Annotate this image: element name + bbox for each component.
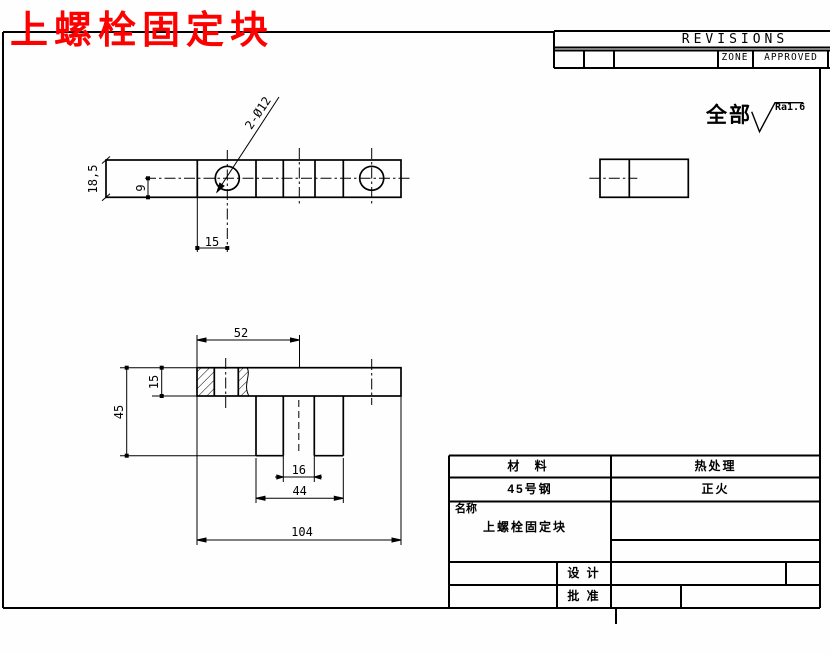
part-name-label: 名称: [455, 503, 477, 515]
top-view-dimension-lines: [101, 96, 280, 252]
dim-front-total-height: 45: [111, 404, 126, 419]
front-view-dimension-lines: [120, 335, 402, 545]
top-view-centerlines: [145, 148, 410, 252]
front-view-break-line: [246, 367, 250, 397]
drawing-title: 上螺栓固定块: [10, 10, 275, 52]
surface-finish-symbol: [751, 102, 804, 134]
surface-roughness-value: Ra1.6: [775, 102, 806, 113]
heat-treatment-header: 热处理: [694, 459, 737, 473]
material-value: 45号钢: [507, 482, 553, 496]
revisions-table-title: REVISIONS: [681, 32, 789, 47]
revisions-zone-header: ZONE: [721, 52, 749, 63]
sheet-frame: [2, 31, 821, 609]
dim-top-hole-position: 15: [204, 235, 220, 249]
title-block-lines: [448, 454, 820, 624]
dim-front-plate-thickness: 15: [146, 374, 161, 390]
dim-front-total-length: 104: [291, 525, 313, 539]
surface-finish-scope-label: 全部: [706, 104, 752, 127]
dim-front-slot-center: 52: [233, 326, 249, 340]
approve-label: 批 准: [567, 589, 601, 603]
revisions-approved-header: APPROVED: [764, 52, 818, 63]
design-label: 设 计: [567, 566, 601, 580]
dim-top-height: 18,5: [86, 164, 100, 193]
front-view-hatching: [197, 367, 249, 396]
dim-top-center-offset: 9: [134, 183, 148, 192]
dim-front-leg-span: 44: [292, 484, 307, 498]
heat-treatment-value: 正火: [701, 482, 730, 496]
part-name-value: 上螺栓固定块: [483, 520, 568, 534]
material-header: 材 料: [507, 459, 553, 473]
dim-front-slot-width: 16: [291, 463, 307, 477]
front-view-centerlines: [225, 358, 373, 452]
revisions-table-lines: [553, 30, 830, 69]
